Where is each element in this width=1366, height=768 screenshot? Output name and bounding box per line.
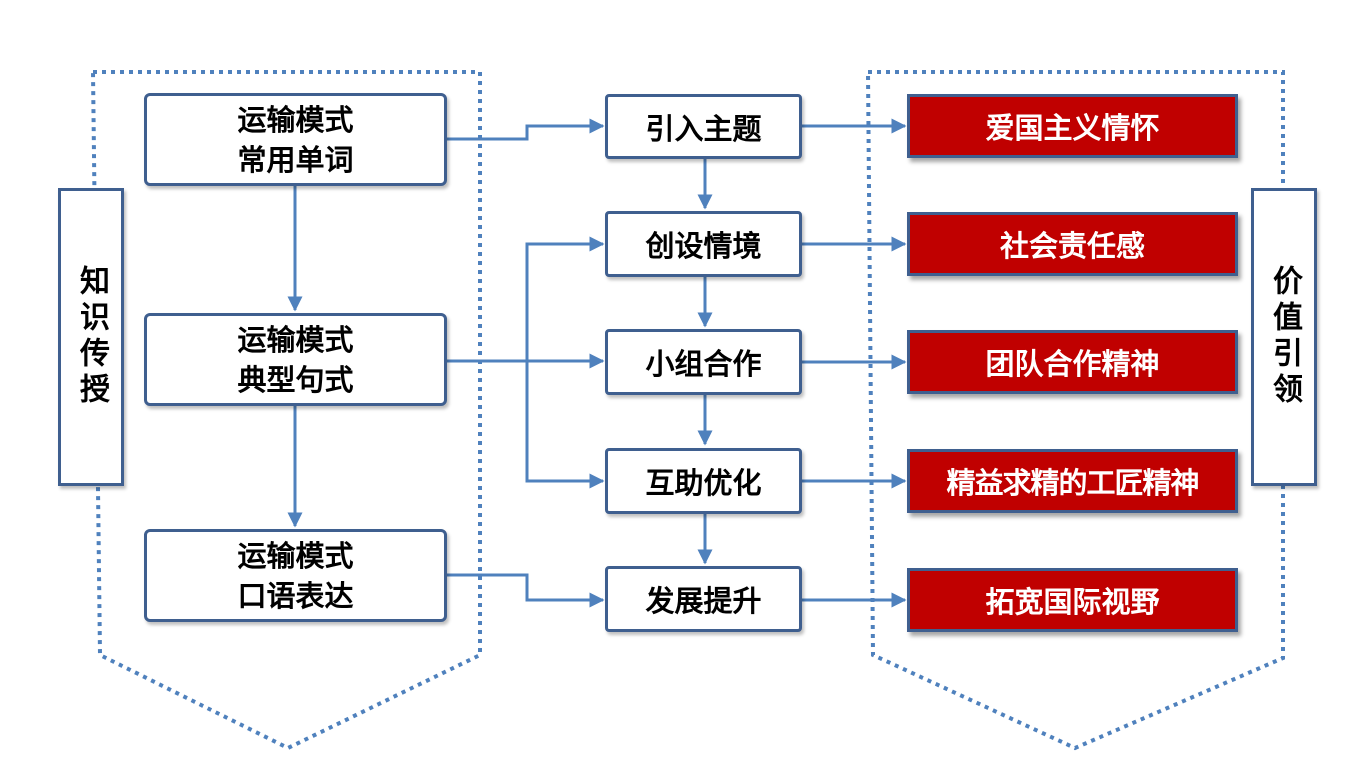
value-teamwork: 团队合作精神 (907, 330, 1238, 394)
knowledge-box-line2: 典型句式 (237, 362, 354, 397)
value-international-vision: 拓宽国际视野 (907, 568, 1238, 632)
value-patriotism: 爱国主义情怀 (907, 94, 1238, 158)
right-group-outline (865, 70, 1285, 751)
knowledge-box-line2: 常用单词 (237, 142, 354, 177)
knowledge-box-sentences: 运输模式 典型句式 (144, 313, 447, 406)
left-side-label: 知识传授 (58, 188, 124, 486)
step-development: 发展提升 (605, 566, 802, 632)
arrow-k2-step2 (525, 236, 605, 361)
right-side-label: 价值引领 (1251, 188, 1317, 486)
knowledge-box-line1: 运输模式 (237, 322, 354, 357)
arrow-k1-step1 (446, 118, 605, 141)
step-create-context: 创设情境 (605, 211, 802, 277)
knowledge-box-line1: 运输模式 (237, 538, 354, 573)
step-group-cooperation: 小组合作 (605, 329, 802, 395)
knowledge-box-spoken: 运输模式 口语表达 (144, 529, 447, 622)
knowledge-box-line1: 运输模式 (237, 102, 354, 137)
value-craftsmanship: 精益求精的工匠精神 (907, 449, 1238, 513)
arrow-k3-step5 (446, 573, 605, 608)
value-social-responsibility: 社会责任感 (907, 212, 1238, 276)
step-mutual-optimization: 互助优化 (605, 448, 802, 514)
step-introduce-topic: 引入主题 (605, 94, 802, 159)
knowledge-box-words: 运输模式 常用单词 (144, 93, 447, 186)
arrow-k2-step4 (525, 361, 605, 489)
knowledge-box-line2: 口语表达 (237, 578, 354, 613)
